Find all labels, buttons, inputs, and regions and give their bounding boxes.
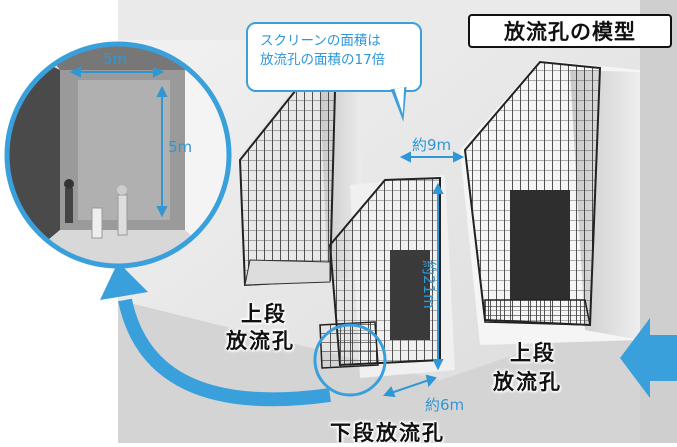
callout-line-1: スクリーンの面積は bbox=[260, 33, 381, 49]
inset-height-label: 5m bbox=[168, 138, 193, 156]
inset-closeup bbox=[7, 44, 229, 266]
inset-width-label: 5m bbox=[103, 50, 128, 68]
lower-screen-model bbox=[319, 175, 455, 378]
right-arrow-shape bbox=[620, 318, 677, 398]
lower-outlet-label: 下段放流孔 bbox=[330, 421, 445, 445]
highlight-circle bbox=[313, 323, 387, 397]
screen-area-callout: スクリーンの面積は 放流孔の面積の17倍 bbox=[246, 22, 422, 92]
upper-right-label-line1: 上段 bbox=[510, 341, 556, 365]
upper-left-screen-model bbox=[238, 80, 365, 287]
height-21m-label: 約21m bbox=[420, 260, 438, 309]
curved-arrow bbox=[118, 298, 331, 407]
upper-left-label-line1: 上段 bbox=[241, 302, 287, 326]
figure-title: 放流孔の模型 bbox=[468, 14, 672, 48]
width-6m-label: 約6m bbox=[425, 396, 465, 414]
upper-left-label-line2: 放流孔 bbox=[226, 329, 295, 353]
callout-line-2: 放流孔の面積の17倍 bbox=[260, 52, 386, 68]
upper-right-label-line2: 放流孔 bbox=[493, 370, 562, 394]
upper-right-screen-model bbox=[460, 60, 640, 345]
width-9m-label: 約9m bbox=[412, 136, 452, 154]
